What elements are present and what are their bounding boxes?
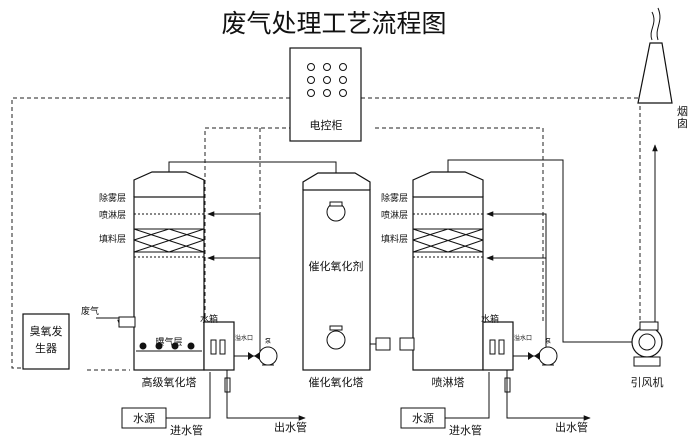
spray-tower-label: 喷淋塔 bbox=[432, 376, 465, 389]
spray-overflow-label: 溢水口 bbox=[514, 334, 532, 342]
spray-water-tank-label: 水箱 bbox=[481, 313, 499, 325]
pump-2: 泵 bbox=[538, 338, 558, 366]
outlet-pipe-label-1: 出水管 bbox=[274, 420, 307, 434]
pump-1: 泵 bbox=[258, 338, 278, 366]
control-signal-lines bbox=[11, 97, 641, 371]
induced-draft-fan: 引风机 bbox=[631, 321, 664, 389]
advanced-overflow-label: 溢水口 bbox=[235, 334, 253, 342]
advanced-water-tank-label: 水箱 bbox=[200, 313, 218, 325]
exhaust-gas-inlet: 废气 bbox=[81, 305, 136, 328]
catalytic-oxidation-tower: 催化氧化剂 催化氧化塔 bbox=[302, 172, 371, 389]
chimney: 烟囱 bbox=[637, 7, 688, 130]
control-cabinet: 电控柜 bbox=[289, 47, 362, 142]
diagram-title: 废气处理工艺流程图 bbox=[221, 9, 446, 38]
advanced-oxidation-tower: 除雾层 喷淋层 填料层 曝气层 水箱 溢水口 高级氧化塔 bbox=[99, 171, 253, 389]
pump-1-label: 泵 bbox=[265, 338, 271, 345]
catalytic-agent-label: 催化氧化剂 bbox=[309, 259, 364, 273]
advanced-layer-mist: 除雾层 bbox=[99, 192, 126, 204]
water-supply-left: 水源 进水管 出水管 bbox=[121, 370, 307, 437]
spray-tower: 除雾层 喷淋层 填料层 水箱 溢水口 喷淋塔 bbox=[381, 171, 532, 389]
advanced-layer-packing: 填料层 bbox=[99, 233, 126, 245]
ozone-generator-label-1: 臭氧发 bbox=[30, 324, 63, 338]
exhaust-gas-label: 废气 bbox=[81, 305, 99, 317]
advanced-layer-spray: 喷淋层 bbox=[99, 209, 126, 221]
chimney-label: 烟囱 bbox=[677, 104, 688, 130]
advanced-oxidation-tower-label: 高级氧化塔 bbox=[142, 375, 197, 389]
spray-layer-spray: 喷淋层 bbox=[381, 209, 408, 221]
water-source-label-2: 水源 bbox=[412, 411, 434, 425]
fan-label: 引风机 bbox=[631, 375, 664, 389]
gas-flow-lines bbox=[168, 144, 658, 351]
outlet-pipe-label-2: 出水管 bbox=[555, 420, 588, 434]
control-cabinet-label: 电控柜 bbox=[310, 118, 343, 132]
inlet-pipe-label-1: 进水管 bbox=[170, 423, 203, 437]
water-source-label-1: 水源 bbox=[133, 411, 155, 425]
advanced-aeration-label: 曝气层 bbox=[155, 336, 182, 348]
valves bbox=[248, 352, 540, 360]
water-circulation-lines bbox=[207, 211, 547, 357]
spray-layer-packing: 填料层 bbox=[381, 233, 408, 245]
ozone-generator: 臭氧发 生器 bbox=[22, 313, 70, 370]
spray-layer-mist: 除雾层 bbox=[381, 192, 408, 204]
water-supply-right: 水源 进水管 出水管 bbox=[400, 370, 591, 437]
catalytic-oxidation-tower-label: 催化氧化塔 bbox=[309, 375, 364, 389]
pump-2-label: 泵 bbox=[545, 338, 551, 345]
ozone-generator-label-2: 生器 bbox=[35, 341, 57, 355]
inlet-pipe-label-2: 进水管 bbox=[449, 423, 482, 437]
